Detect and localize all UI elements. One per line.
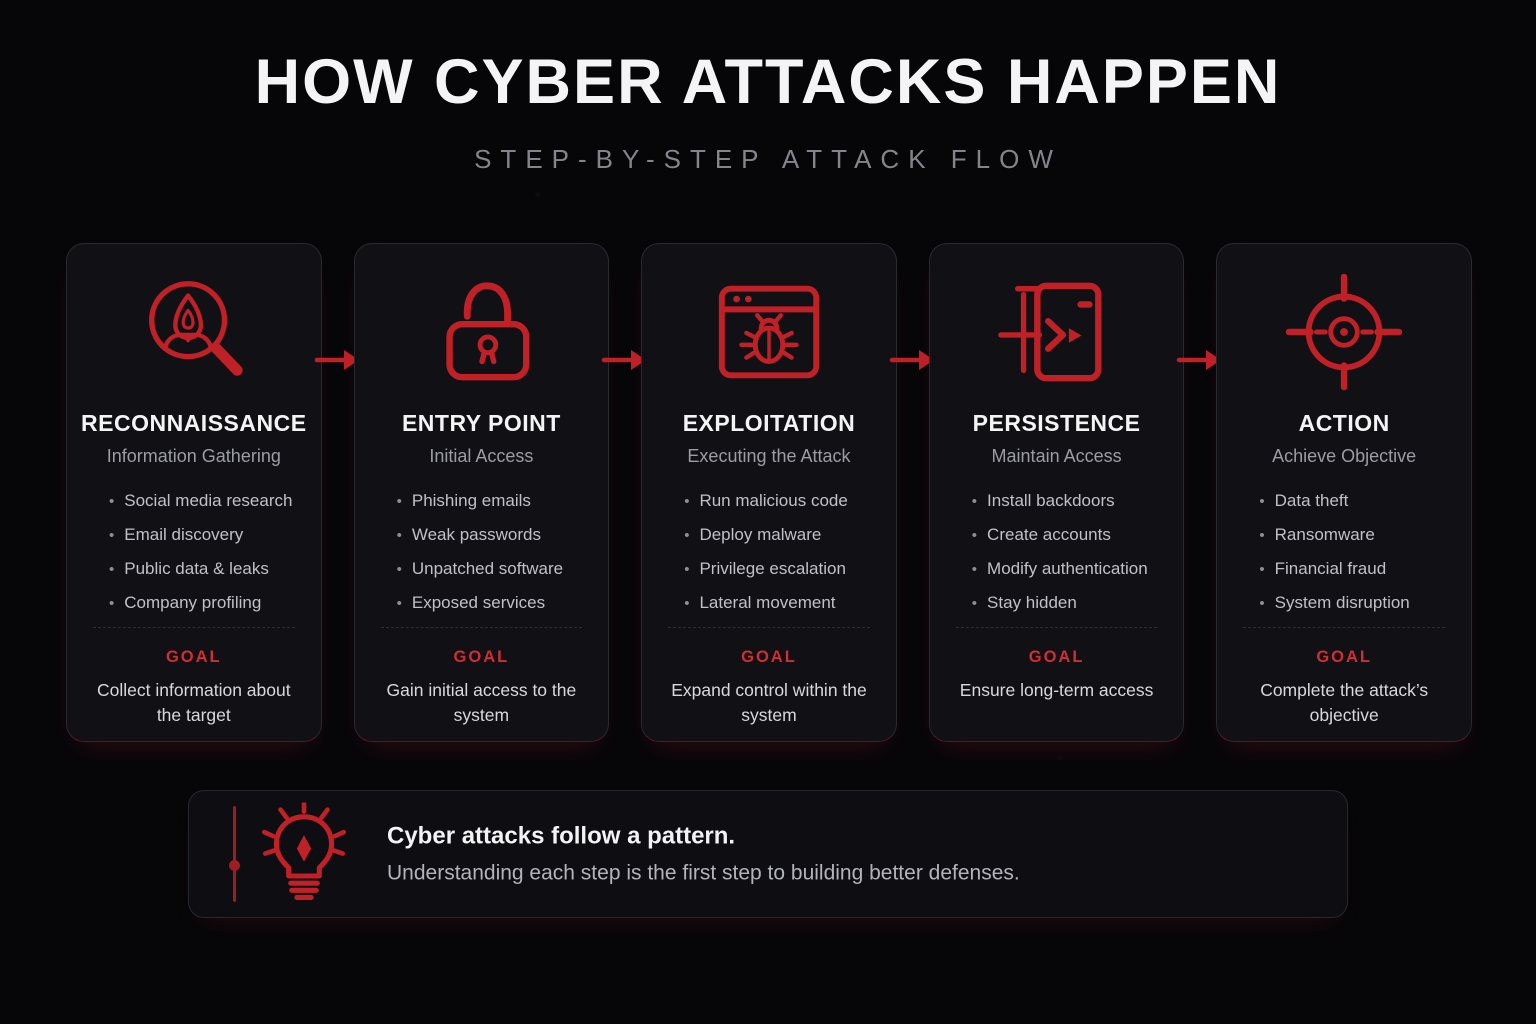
step-list: Run malicious code Deploy malware Privil…	[656, 491, 882, 614]
list-item-text: Financial fraud	[1274, 559, 1387, 578]
target-icon	[1231, 268, 1457, 396]
accent-bar	[229, 806, 240, 902]
step-subtitle: Maintain Access	[991, 446, 1122, 466]
summary-callout: Cyber attacks follow a pattern. Understa…	[188, 790, 1348, 918]
list-item-text: Modify authentication	[987, 559, 1148, 578]
list-item-text: Run malicious code	[699, 491, 848, 510]
list-item: Weak passwords	[397, 525, 595, 546]
list-item: Email discovery	[109, 525, 307, 546]
goal-text: Gain initial access to the system	[386, 680, 577, 725]
list-item-text: Company profiling	[124, 593, 262, 612]
list-item-text: Privilege escalation	[699, 559, 846, 578]
list-item: Ransomware	[1259, 525, 1457, 546]
list-item: Run malicious code	[684, 491, 882, 512]
divider	[380, 627, 583, 628]
list-item: System disruption	[1259, 593, 1457, 614]
list-item-text: Email discovery	[124, 525, 244, 544]
arrow-right-icon	[889, 350, 934, 370]
divider	[668, 627, 870, 628]
list-item: Lateral movement	[684, 593, 882, 614]
list-item-text: Weak passwords	[411, 525, 541, 544]
lightbulb-icon	[261, 801, 347, 906]
goal-text: Ensure long-term access	[959, 680, 1154, 700]
list-item: Deploy malware	[684, 525, 882, 546]
flow-arrow	[314, 243, 359, 373]
step-title: ENTRY POINT	[401, 410, 561, 436]
list-item-text: Lateral movement	[699, 593, 836, 612]
step-subtitle: Information Gathering	[106, 446, 281, 466]
step-list: Phishing emails Weak passwords Unpatched…	[369, 491, 595, 614]
list-item-text: Social media research	[124, 491, 293, 510]
browser-bug-icon	[656, 268, 882, 396]
door-entry-icon	[944, 268, 1170, 396]
goal-label: GOAL	[1316, 648, 1372, 666]
step-card-exploitation: EXPLOITATION Executing the Attack Run ma…	[641, 243, 897, 742]
list-item-text: Deploy malware	[699, 525, 822, 544]
list-item-text: Public data & leaks	[124, 559, 269, 578]
divider	[955, 627, 1158, 628]
arrow-right-icon	[1177, 350, 1222, 370]
callout-text-block: Cyber attacks follow a pattern. Understa…	[387, 823, 1020, 886]
page-title: HOW CYBER ATTACKS HAPPEN	[254, 47, 1282, 117]
step-card-action: ACTION Achieve Objective Data theft Rans…	[1216, 243, 1472, 742]
list-item-text: Create accounts	[987, 525, 1111, 544]
list-item: Financial fraud	[1259, 559, 1457, 580]
open-padlock-icon	[369, 268, 595, 396]
goal-text: Collect information about the target	[97, 680, 291, 725]
list-item: Install backdoors	[972, 491, 1170, 512]
step-card-persistence: PERSISTENCE Maintain Access Install back…	[928, 243, 1185, 742]
step-subtitle: Initial Access	[429, 446, 534, 466]
list-item-text: Data theft	[1274, 491, 1349, 510]
list-item: Phishing emails	[397, 491, 595, 512]
flow-arrow	[601, 243, 647, 373]
list-item-text: Exposed services	[411, 593, 546, 612]
callout-title: Cyber attacks follow a pattern.	[387, 822, 736, 850]
list-item-text: Stay hidden	[987, 593, 1077, 612]
header: HOW CYBER ATTACKS HAPPEN STEP-BY-STEP AT…	[0, 0, 1536, 175]
arrow-right-icon	[314, 350, 359, 370]
list-item-text: Install backdoors	[987, 491, 1115, 510]
list-item: Exposed services	[397, 593, 595, 614]
goal-label: GOAL	[165, 648, 222, 666]
step-card-entry-point: ENTRY POINT Initial Access Phishing emai…	[353, 243, 610, 742]
list-item: Public data & leaks	[109, 559, 307, 580]
accent-dot	[229, 859, 240, 871]
list-item-text: System disruption	[1274, 593, 1410, 612]
divider	[1243, 627, 1445, 628]
callout-subtitle: Understanding each step is the first ste…	[387, 861, 1020, 885]
goal-label: GOAL	[1028, 648, 1085, 666]
step-list: Data theft Ransomware Financial fraud Sy…	[1231, 491, 1457, 614]
list-item: Unpatched software	[397, 559, 595, 580]
list-item: Stay hidden	[972, 593, 1170, 614]
arrow-right-icon	[601, 350, 647, 370]
goal-text: Complete the attack’s objective	[1260, 680, 1429, 725]
step-title: EXPLOITATION	[682, 410, 856, 436]
step-title: PERSISTENCE	[972, 410, 1141, 436]
goal-text: Expand control within the system	[671, 680, 867, 725]
list-item: Company profiling	[109, 593, 307, 614]
step-card-reconnaissance: RECONNAISSANCE Information Gathering Soc…	[66, 243, 322, 742]
attack-flow: RECONNAISSANCE Information Gathering Soc…	[66, 243, 1472, 742]
flow-arrow	[889, 243, 934, 373]
divider	[93, 627, 295, 628]
list-item: Create accounts	[972, 525, 1170, 546]
list-item: Modify authentication	[972, 559, 1170, 580]
step-list: Install backdoors Create accounts Modify…	[944, 491, 1170, 614]
list-item-text: Ransomware	[1274, 525, 1375, 544]
page-subtitle: STEP-BY-STEP ATTACK FLOW	[474, 144, 1062, 174]
goal-label: GOAL	[741, 648, 797, 666]
step-subtitle: Achieve Objective	[1272, 446, 1417, 466]
list-item-text: Phishing emails	[411, 491, 531, 510]
list-item: Data theft	[1259, 491, 1457, 512]
step-title: RECONNAISSANCE	[81, 410, 307, 436]
list-item: Social media research	[109, 491, 307, 512]
step-subtitle: Executing the Attack	[687, 446, 851, 466]
magnifier-user-icon	[81, 268, 307, 396]
goal-label: GOAL	[453, 648, 510, 666]
step-list: Social media research Email discovery Pu…	[81, 491, 307, 614]
list-item-text: Unpatched software	[411, 559, 564, 578]
step-title: ACTION	[1298, 410, 1390, 436]
flow-arrow	[1177, 243, 1222, 373]
list-item: Privilege escalation	[684, 559, 882, 580]
